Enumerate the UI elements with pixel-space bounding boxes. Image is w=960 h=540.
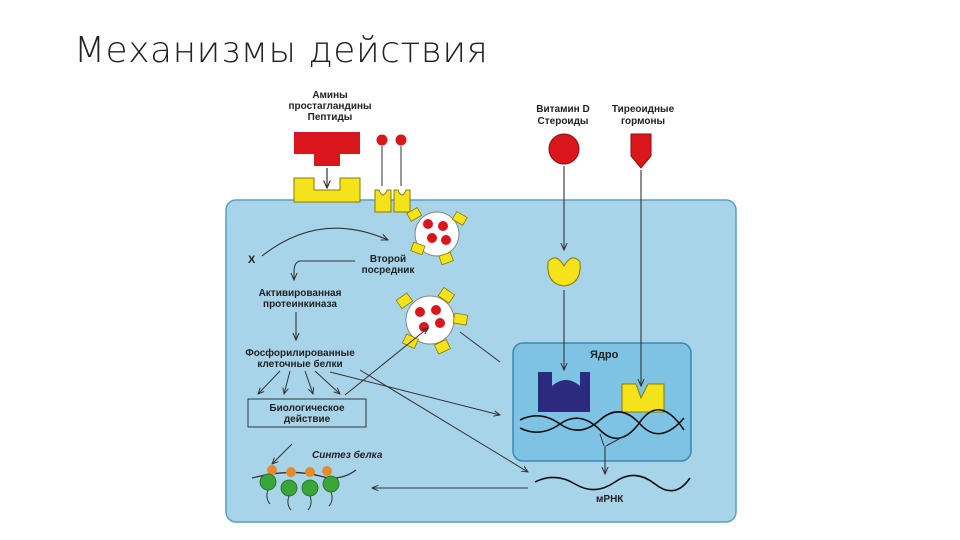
dna-strand-1 (519, 411, 685, 435)
vesicle-1 (406, 206, 468, 266)
mrna-strand (534, 474, 691, 492)
label-thyroid-1: Тиреоидные (612, 104, 675, 115)
label-bio-1: Биологическое (269, 403, 345, 414)
vesicle-2 (395, 286, 469, 355)
label-second-messenger-1: Второй (370, 254, 406, 265)
label-protein-synthesis: Синтез белка (312, 449, 383, 461)
biological-action-box (247, 398, 367, 428)
cytoplasmic-receptor (547, 257, 581, 287)
steroid-hormone (548, 133, 580, 165)
arrow-messenger-to-kinase (294, 260, 355, 280)
label-thyroid-2: гормоны (621, 116, 665, 127)
small-receptor-1 (374, 189, 392, 213)
membrane-receptor (293, 177, 361, 203)
label-peptides: Пептиды (308, 112, 353, 123)
thyroid-hormone (630, 133, 652, 169)
label-bio-2: действие (284, 414, 331, 425)
dna-strand-2 (519, 408, 685, 440)
label-steroids: Стероиды (538, 116, 589, 127)
label-x: X (248, 254, 256, 266)
label-mrna: мРНК (596, 494, 624, 505)
ligand-small-1 (376, 134, 388, 146)
label-activated-1: Активированная (259, 288, 342, 299)
nucleus (512, 342, 692, 462)
label-vitamin-d: Витамин D (536, 104, 589, 115)
slide-title: Механизмы действия (74, 30, 489, 71)
label-prostaglandins: простагландины (288, 101, 371, 112)
nuclear-receptor-thyroid (621, 383, 665, 413)
label-activated-2: протеинкиназа (263, 299, 337, 310)
label-phospho-1: Фосфорилированные (245, 347, 355, 359)
small-receptor-2 (393, 189, 411, 213)
ribosomes (259, 465, 340, 511)
arrow-x-to-messenger (261, 227, 388, 257)
peptide-hormone (294, 132, 360, 166)
nuclear-receptor-steroid (538, 372, 590, 412)
label-second-messenger-2: посредник (362, 265, 416, 276)
label-amines: Амины (312, 90, 347, 101)
nucleus-label: Ядро (590, 349, 619, 361)
ligand-small-2 (395, 134, 407, 146)
label-phospho-2: клеточные белки (257, 358, 342, 370)
